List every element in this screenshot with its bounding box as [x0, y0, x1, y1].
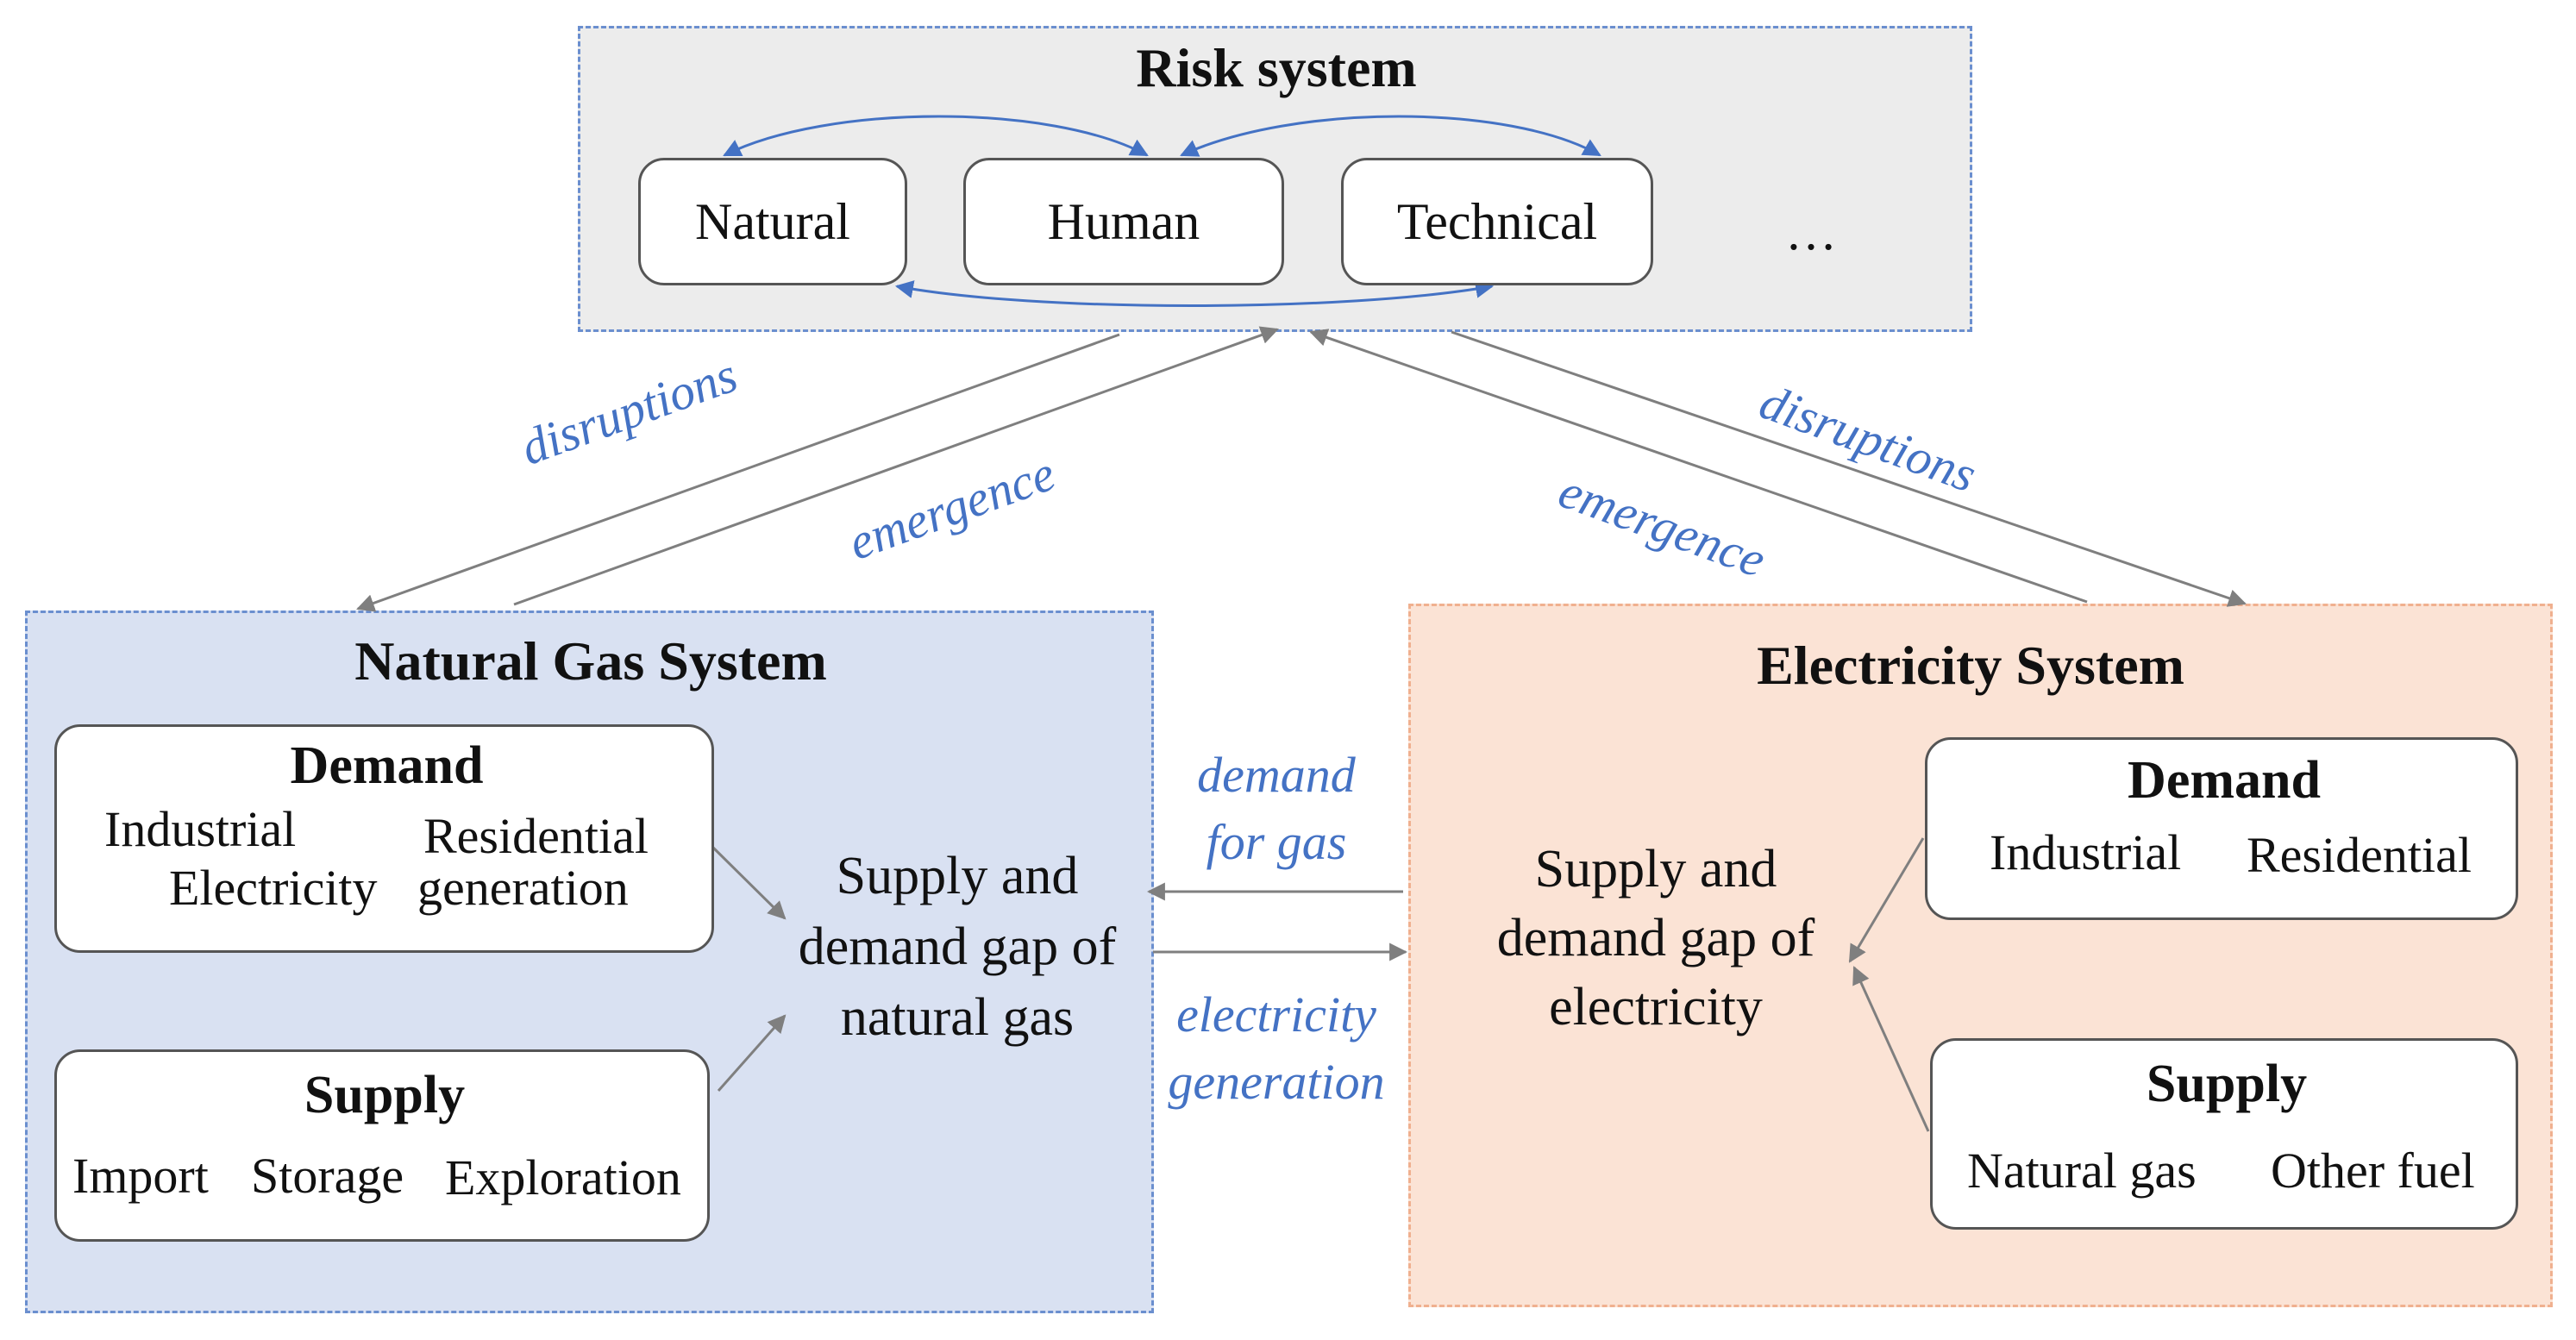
electricity-generation-line-1: electricity	[1176, 986, 1376, 1043]
elec-supply-other-fuel: Other fuel	[2271, 1143, 2475, 1199]
gas-supply-box: Supply Import Storage Exploration	[54, 1049, 710, 1242]
gas-supply-title: Supply	[304, 1066, 466, 1124]
gas-demand-electricity: Electricity	[169, 860, 378, 916]
emergence-right-arrow	[1309, 329, 2088, 604]
elec-gap-line-1: Supply and	[1534, 840, 1777, 899]
demand-for-gas-label: demand for gas	[1156, 742, 1397, 876]
gas-demand-to-gap-arrow	[711, 846, 787, 920]
elec-demand-title: Demand	[2128, 751, 2321, 810]
gas-demand-industrial: Industrial	[104, 801, 297, 857]
risk-node-technical: Technical	[1341, 158, 1653, 285]
natural-technical-link	[894, 279, 1495, 307]
gas-supply-demand-gap: Supply and demand gap of natural gas	[759, 841, 1156, 1053]
disruptions-right-arrow	[1451, 330, 2247, 607]
risk-system-title: Risk system	[1136, 37, 1417, 98]
risk-node-natural: Natural	[638, 158, 907, 285]
demand-for-gas-line-2: for gas	[1206, 814, 1347, 870]
elec-supply-box: Supply Natural gas Other fuel	[1930, 1038, 2518, 1230]
natural-gas-system-title: Natural Gas System	[354, 630, 827, 692]
gas-demand-title: Demand	[290, 736, 484, 795]
gas-demand-box: Demand Industrial Residential Electricit…	[54, 724, 714, 953]
risk-ellipsis: …	[1785, 204, 1837, 260]
emergence-left-arrow	[513, 326, 1279, 606]
electricity-supply-demand-gap: Supply and demand gap of electricity	[1457, 835, 1854, 1042]
gas-demand-residential: Residential	[423, 808, 649, 864]
elec-supply-natural-gas: Natural gas	[1967, 1143, 2197, 1199]
gas-gap-line-2: demand gap of	[798, 917, 1117, 976]
risk-node-human-label: Human	[1047, 193, 1200, 250]
gas-supply-import: Import	[72, 1148, 209, 1204]
elec-demand-box: Demand Industrial Residential	[1925, 737, 2518, 920]
electricity-generation-line-2: generation	[1168, 1054, 1385, 1110]
gas-supply-storage: Storage	[251, 1148, 404, 1204]
electricity-generation-label: electricity generation	[1147, 981, 1406, 1116]
risk-node-technical-label: Technical	[1396, 193, 1598, 250]
elec-supply-title: Supply	[2146, 1055, 2308, 1113]
gas-demand-generation: generation	[417, 860, 629, 916]
gas-gap-line-3: natural gas	[840, 988, 1075, 1047]
gas-supply-to-gap-arrow	[717, 1014, 787, 1092]
elec-demand-to-gap-arrow	[1848, 837, 1925, 963]
risk-node-human: Human	[963, 158, 1284, 285]
elec-demand-residential: Residential	[2247, 827, 2472, 883]
disruptions-left-arrow	[356, 333, 1120, 612]
demand-for-gas-line-1: demand	[1197, 747, 1356, 803]
elec-gap-line-3: electricity	[1549, 978, 1763, 1036]
elec-demand-industrial: Industrial	[1990, 824, 2182, 880]
elec-supply-to-gap-arrow	[1852, 966, 1930, 1132]
natural-human-link	[723, 115, 1149, 157]
elec-gap-line-2: demand gap of	[1496, 909, 1815, 967]
risk-node-natural-label: Natural	[695, 193, 850, 250]
human-technical-link	[1180, 115, 1601, 157]
gas-supply-exploration: Exploration	[445, 1149, 681, 1205]
electricity-system-title: Electricity System	[1757, 635, 2184, 696]
gas-gap-line-1: Supply and	[836, 847, 1079, 905]
